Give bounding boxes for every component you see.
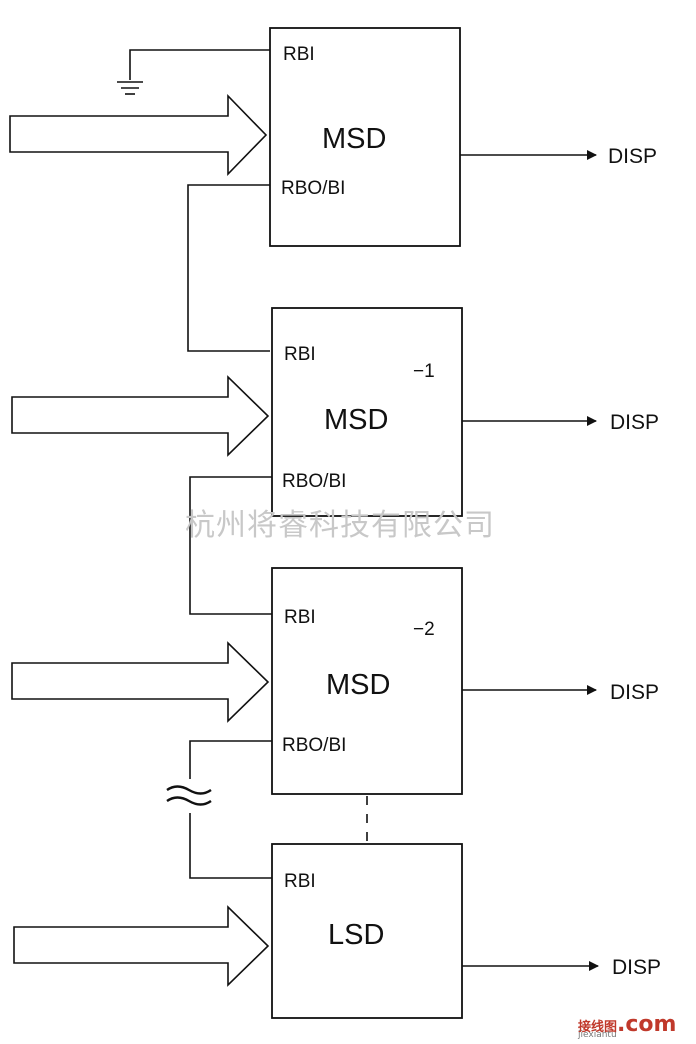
input-bus-arrow-icon <box>13 905 270 987</box>
stage-name: LSD <box>328 919 384 951</box>
ripple-connection <box>189 476 272 615</box>
rbi-label: RBI <box>284 607 316 628</box>
stage-suffix: −1 <box>413 361 435 382</box>
stage-4: RBI LSD DISP <box>13 843 661 1019</box>
rbo-bi-label: RBO/BI <box>282 471 346 492</box>
logo-suffix: .com <box>617 1012 677 1037</box>
ripple-connection <box>189 740 272 779</box>
logo-text: 接线图 <box>578 1020 618 1035</box>
stage-2-box <box>271 307 463 517</box>
stage-2: RBI −1 RBO/BI MSD DISP <box>11 307 659 517</box>
stage-3: RBI −2 RBO/BI MSD DISP <box>11 567 659 795</box>
stage-suffix: −2 <box>413 619 435 640</box>
disp-label: DISP <box>610 681 659 704</box>
stage-3-box <box>271 567 463 795</box>
rbi-label: RBI <box>284 871 316 892</box>
stage-1: RBI RBO/BI MSD DISP <box>9 27 657 247</box>
stage-name: MSD <box>326 669 390 701</box>
disp-label: DISP <box>610 411 659 434</box>
rbo-bi-label: RBO/BI <box>281 178 345 199</box>
input-bus-arrow-icon <box>11 641 270 723</box>
stage-1-box <box>269 27 461 247</box>
stage-name: MSD <box>322 123 386 155</box>
disp-label: DISP <box>612 956 661 979</box>
stage-4-box <box>271 843 463 1019</box>
ground-icon <box>117 49 270 95</box>
break-symbol-icon <box>166 785 212 806</box>
input-bus-arrow-icon <box>9 94 268 176</box>
rbi-label: RBI <box>284 344 316 365</box>
site-logo: 接线图.com jiexiantu <box>578 1012 677 1040</box>
rbo-bi-label: RBO/BI <box>282 735 346 756</box>
rbi-label: RBI <box>283 44 315 65</box>
ripple-connection <box>187 184 270 352</box>
stage-name: MSD <box>324 404 388 436</box>
watermark: 杭州将睿科技有限公司 <box>185 508 495 543</box>
ripple-connection <box>189 813 272 879</box>
logo-url: jiexiantu <box>578 1030 617 1040</box>
disp-label: DISP <box>608 145 657 168</box>
input-bus-arrow-icon <box>11 375 270 457</box>
